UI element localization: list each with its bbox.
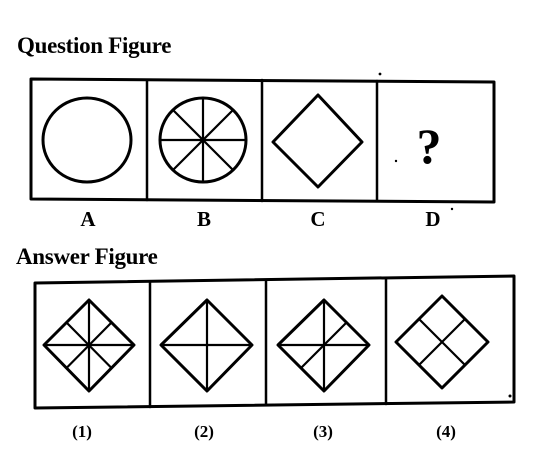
option-label-4: (4) (436, 422, 456, 441)
option-label-1: (1) (72, 422, 92, 441)
question-cell-b (158, 96, 248, 184)
answer-option-4 (394, 294, 490, 390)
option-label-3: (3) (313, 422, 333, 441)
question-figure-heading: Question Figure (17, 33, 172, 58)
question-cell-a (41, 96, 133, 184)
question-strip (29, 77, 496, 204)
answer-figure-heading: Answer Figure (16, 244, 158, 269)
label-a: A (80, 207, 96, 231)
answer-strip (33, 274, 516, 410)
label-b: B (197, 207, 211, 231)
diamond-six-spokes-icon (276, 298, 371, 393)
answer-option-2 (159, 298, 254, 393)
label-d: D (425, 207, 440, 231)
diamond-icon (271, 93, 364, 189)
label-c: C (310, 207, 325, 231)
question-mark: ? (417, 118, 442, 174)
circle-eight-spokes-icon (158, 96, 248, 184)
answer-option-1 (42, 298, 136, 393)
diamond-cross-lines-icon (394, 294, 490, 390)
option-label-2: (2) (194, 422, 214, 441)
answer-option-3 (276, 298, 371, 393)
question-cell-c (271, 93, 364, 189)
diamond-four-spokes-icon (159, 298, 254, 393)
circle-icon (41, 96, 133, 184)
scan-specks (378, 72, 512, 398)
diamond-eight-spokes-icon (42, 298, 136, 393)
